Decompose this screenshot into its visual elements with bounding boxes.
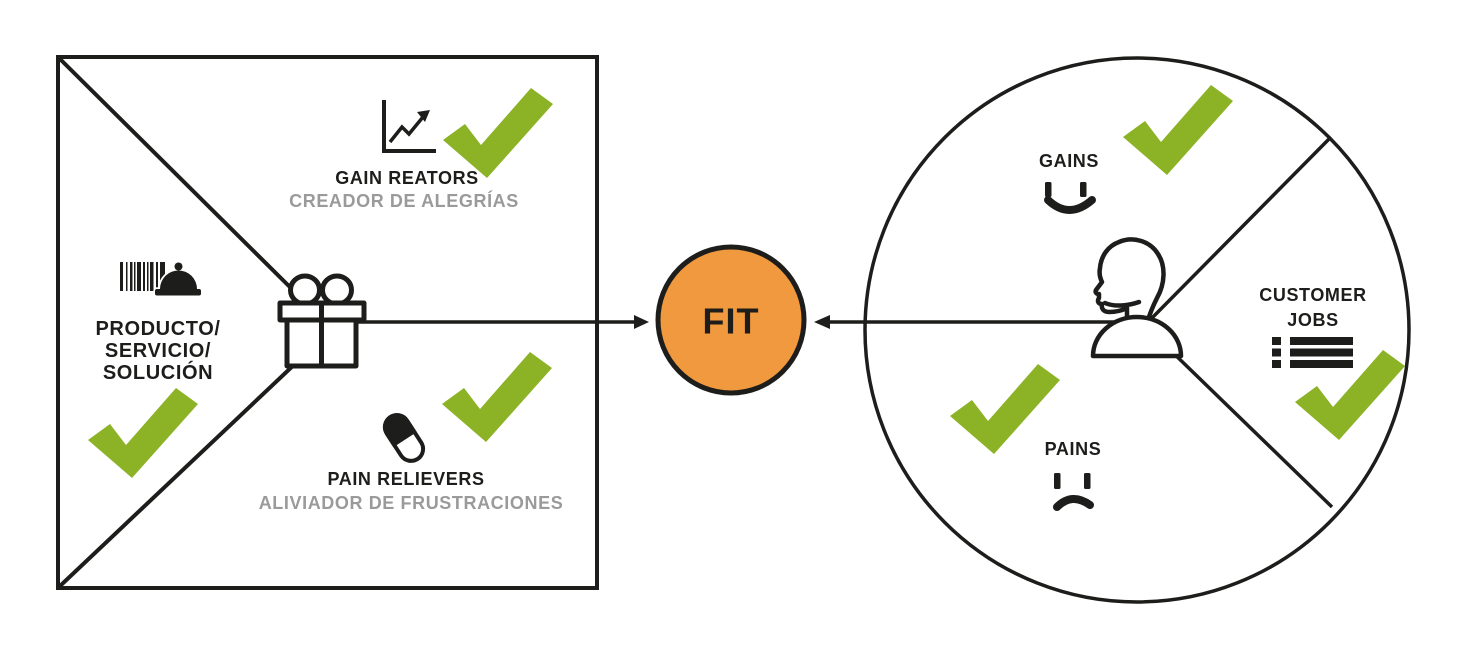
checkmark-icon: [1123, 85, 1233, 175]
producto-servicio-solucion-label: PRODUCTO/ SERVICIO/ SOLUCIÓN: [95, 318, 220, 384]
gain-creators-subtitle: CREADOR DE ALEGRÍAS: [289, 191, 519, 212]
arrow-right-icon: [352, 315, 649, 329]
checkmark-icon: [950, 364, 1060, 454]
gift-icon: [277, 273, 367, 369]
solucion-line: SOLUCIÓN: [102, 362, 214, 384]
fit-circle: [655, 244, 807, 396]
gain-creators-title: GAIN REATORS: [335, 168, 479, 189]
customer-circle: [863, 56, 1411, 604]
list-icon: [1272, 337, 1353, 368]
customer-jobs-label: CUSTOMER JOBS: [1259, 283, 1366, 333]
checkmark-icon: [442, 352, 552, 442]
checkmark-icon: [88, 388, 198, 478]
line-chart-icon: [382, 100, 436, 153]
person-icon: [1090, 237, 1184, 359]
smiley-icon: [1044, 182, 1096, 214]
jobs-line: JOBS: [1287, 310, 1339, 330]
sad-face-icon: [1053, 473, 1094, 511]
barcode-dish-icon: [120, 260, 203, 298]
pain-relievers-title: PAIN RELIEVERS: [327, 469, 485, 490]
customer-circle-dividers: [1148, 135, 1334, 509]
gains-label: GAINS: [1038, 151, 1100, 172]
arrow-left-icon: [814, 315, 1120, 329]
customer-line: CUSTOMER: [1259, 285, 1367, 305]
fit-label: FIT: [702, 300, 760, 342]
square-diagonal-top: [58, 57, 305, 302]
producto-line: PRODUCTO/: [95, 318, 221, 340]
checkmark-icon: [443, 88, 553, 178]
servicio-line: SERVICIO/: [104, 340, 212, 362]
pains-label: PAINS: [1044, 439, 1102, 460]
square-diagonal-bottom: [58, 360, 299, 588]
pill-icon: [382, 413, 426, 463]
pain-relievers-subtitle: ALIVIADOR DE FRUSTRACIONES: [258, 493, 564, 514]
